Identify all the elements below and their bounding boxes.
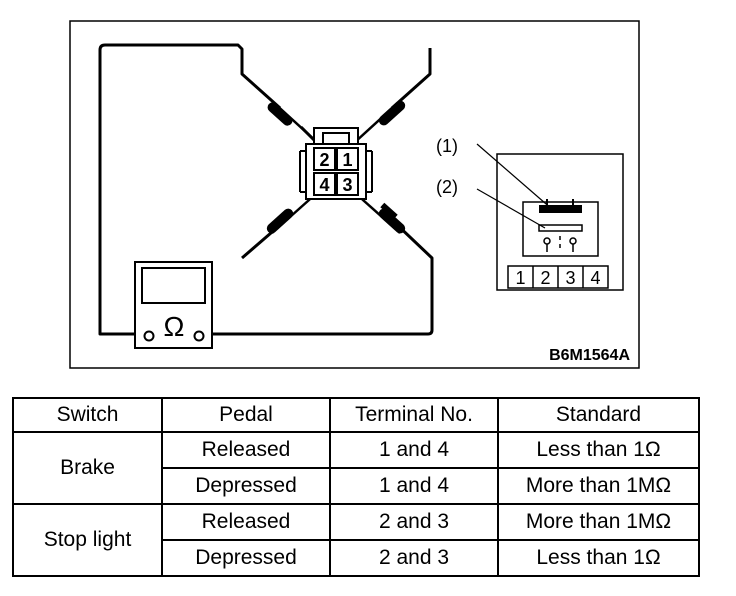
header-pedal: Pedal (161, 397, 331, 433)
standard-cell: More than 1MΩ (497, 503, 700, 541)
terminal-cell: 2 and 3 (329, 539, 499, 577)
connector-terminal-label: 1 (342, 150, 352, 170)
ohm-symbol: Ω (164, 311, 185, 342)
wiring-diagram: 2 1 4 3 Ω (1) (2) 1 2 3 4 (69, 20, 640, 369)
test-lead-wires (98, 43, 434, 336)
contact-bar-1 (539, 205, 582, 213)
meter-display (141, 267, 206, 304)
meter-terminal (193, 330, 205, 342)
header-standard: Standard (497, 397, 700, 433)
callout-label: (1) (436, 136, 458, 156)
pedal-cell: Released (161, 431, 331, 469)
callout-leader (476, 143, 554, 211)
switch-terminal-label: 1 (515, 268, 525, 288)
connector-terminal-label: 3 (342, 175, 352, 195)
terminal-cell: 1 and 4 (329, 467, 499, 505)
header-terminal: Terminal No. (329, 397, 499, 433)
switch-terminal-label: 4 (590, 268, 600, 288)
terminal-cell: 1 and 4 (329, 431, 499, 469)
header-switch: Switch (12, 397, 163, 433)
terminal-cell: 2 and 3 (329, 503, 499, 541)
wiring-figure: 2 1 4 3 Ω (1) (2) 1 2 3 4 (69, 20, 640, 369)
pedal-cell: Released (161, 503, 331, 541)
switch-terminal-label: 3 (565, 268, 575, 288)
contact-bar-2 (538, 224, 583, 232)
callout-label: (2) (436, 177, 458, 197)
probe-leads (266, 100, 406, 234)
connector-terminal-label: 2 (319, 150, 329, 170)
test-connector: 2 1 4 3 (299, 127, 373, 200)
ohmmeter: Ω (134, 261, 213, 349)
standard-cell: Less than 1Ω (497, 539, 700, 577)
table-row: Depressed 2 and 3 Less than 1Ω (13, 539, 700, 577)
connector-terminal-label: 4 (319, 175, 329, 195)
switch-terminal-label: 2 (540, 268, 550, 288)
meter-terminal (143, 330, 155, 342)
switch-cell: Stop light (12, 503, 163, 577)
table-row: Brake Released 1 and 4 Less than 1Ω (12, 431, 700, 505)
table-row: Stop light Released 2 and 3 More than 1M… (12, 503, 700, 577)
figure-code: B6M1564A (549, 347, 630, 364)
pedal-cell: Depressed (161, 539, 331, 577)
pedal-cell: Depressed (161, 467, 331, 505)
switch-cell: Brake (12, 431, 163, 505)
standard-cell: More than 1MΩ (497, 467, 700, 505)
table-row: Depressed 1 and 4 More than 1MΩ (13, 467, 700, 505)
standard-cell: Less than 1Ω (497, 431, 700, 469)
callout-leader (476, 188, 546, 229)
spec-table: Switch Pedal Terminal No. Standard Brake… (12, 397, 700, 577)
switch-detail: (1) (2) 1 2 3 4 (436, 136, 624, 291)
table-header-row: Switch Pedal Terminal No. Standard (12, 397, 700, 433)
